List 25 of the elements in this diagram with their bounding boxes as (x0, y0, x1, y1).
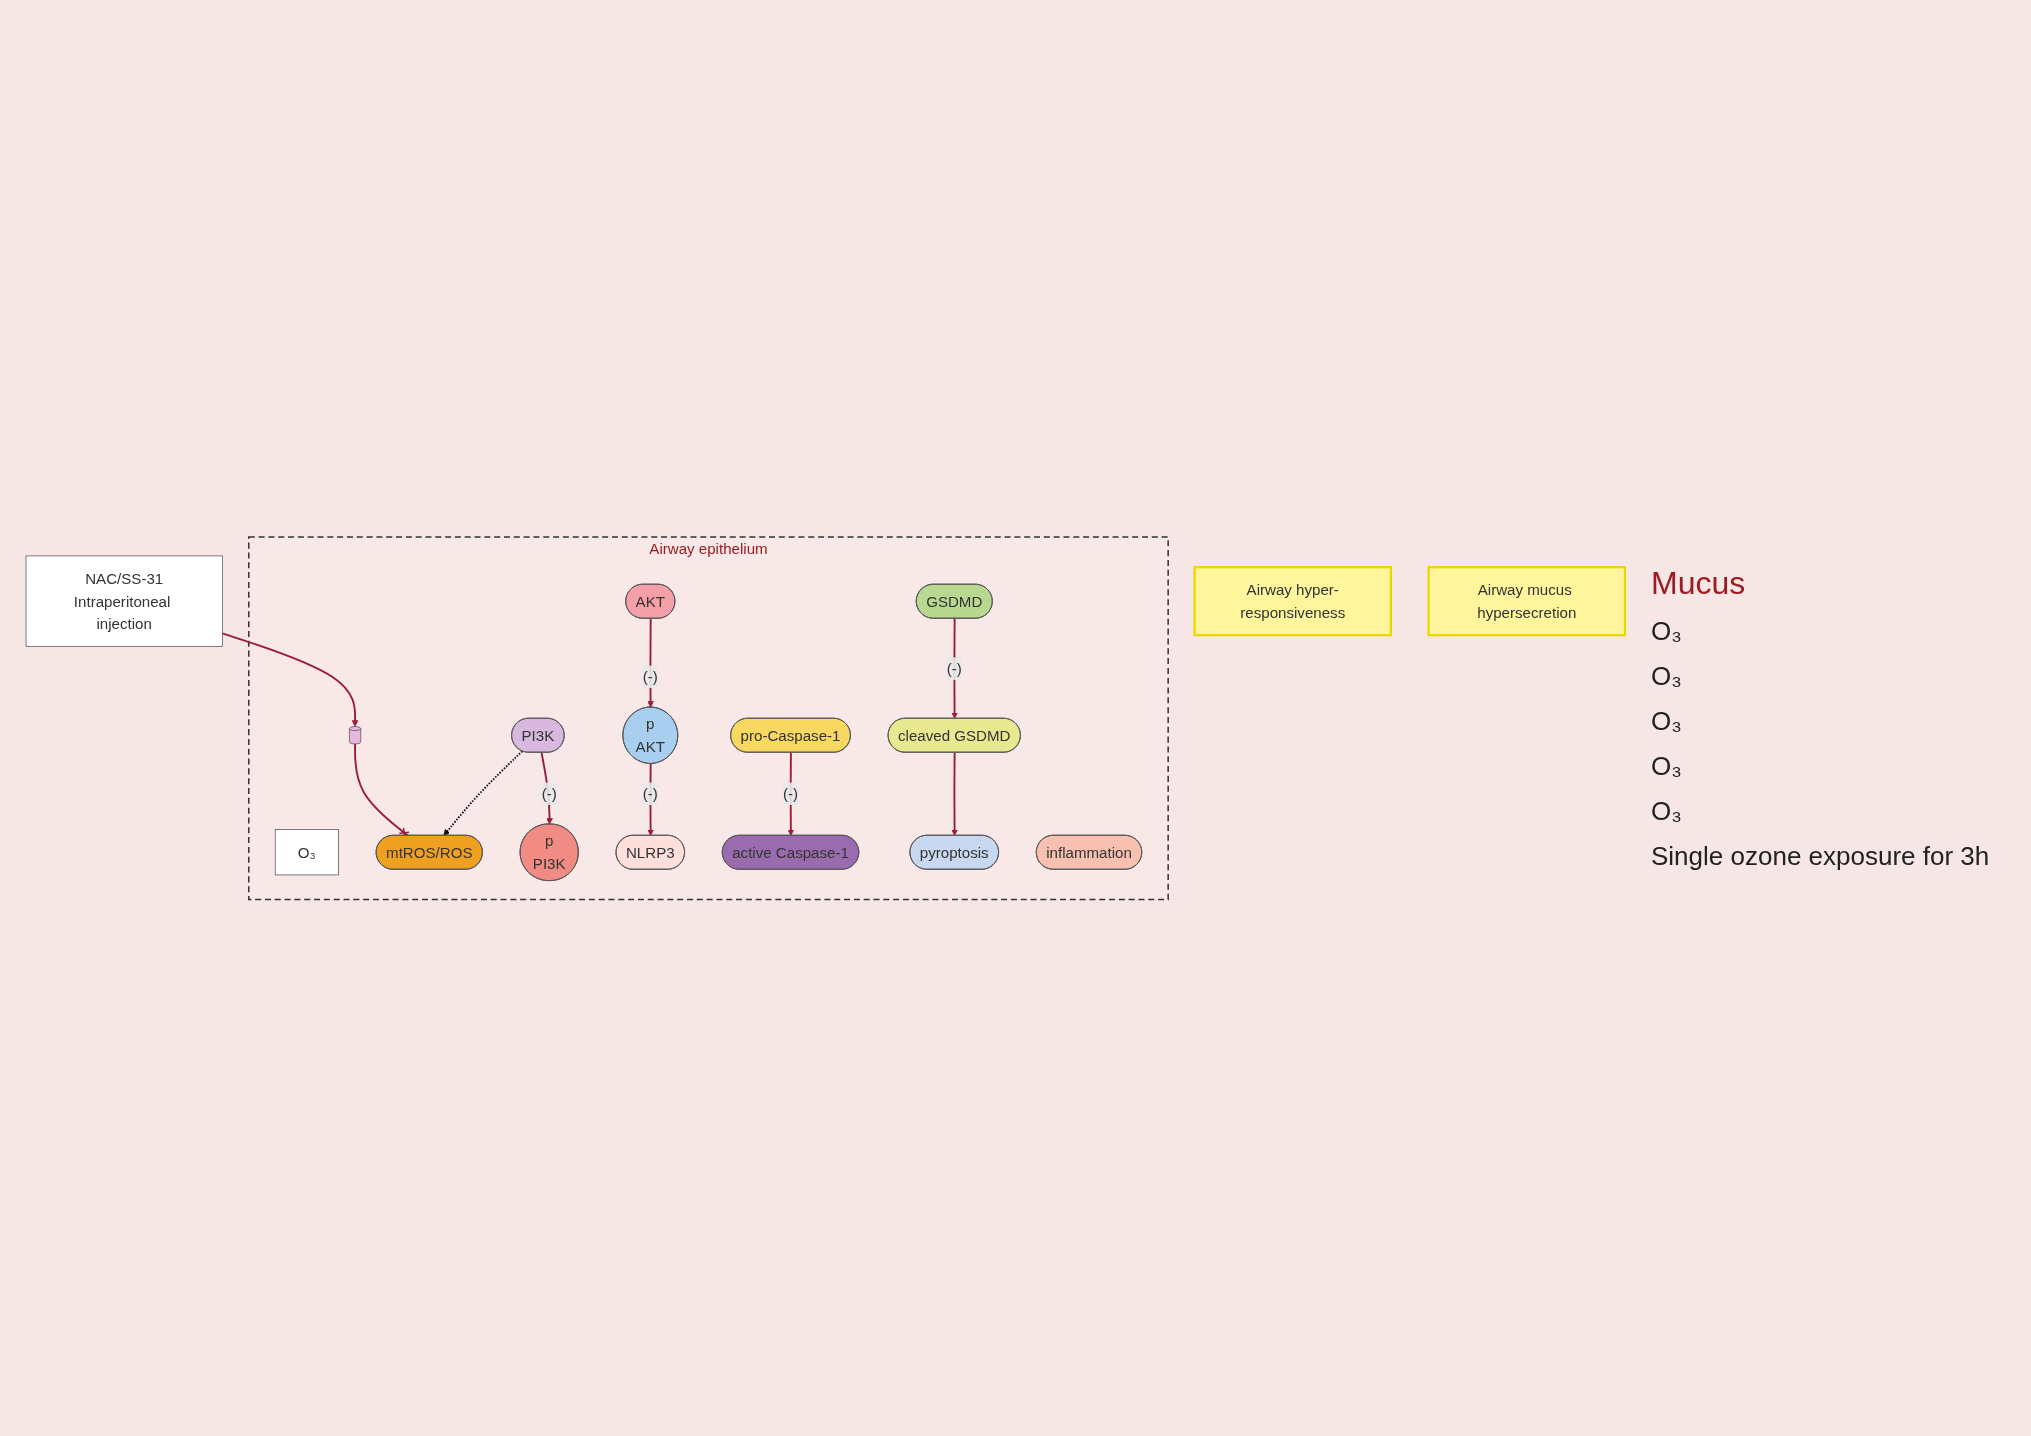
arrow (787, 751, 795, 836)
caption-note: Single ozone exposure for 3h (1651, 840, 1991, 872)
arrow (647, 762, 654, 836)
arrow (951, 617, 958, 719)
arrow (221, 632, 359, 727)
node-box: Airway mucus hypersecretion (1427, 565, 1627, 637)
ozone-label: O₃ (1651, 795, 1683, 827)
arrow (647, 617, 654, 708)
edge-label: (-) (642, 785, 658, 802)
region-label: Mucus (1651, 564, 1747, 602)
node-box: NAC/SS-31 Intraperitoneal injection (25, 555, 223, 647)
node-cylinder (349, 725, 362, 745)
node-box: Airway hyper-responsiveness (1193, 565, 1393, 637)
ozone-label: O₃ (1651, 750, 1683, 782)
edge-label: (-) (783, 785, 799, 802)
arrow (540, 751, 553, 825)
ozone-label: O₃ (1651, 660, 1683, 692)
edge-label: (-) (642, 668, 658, 685)
ozone-label: O₃ (1651, 705, 1683, 737)
ozone-label: O₃ (1651, 615, 1683, 647)
node-box: O₃ (274, 829, 339, 876)
edge-label: (-) (946, 660, 962, 677)
arrow (443, 750, 524, 836)
edge-label: (-) (541, 785, 557, 802)
arrow (951, 751, 958, 836)
